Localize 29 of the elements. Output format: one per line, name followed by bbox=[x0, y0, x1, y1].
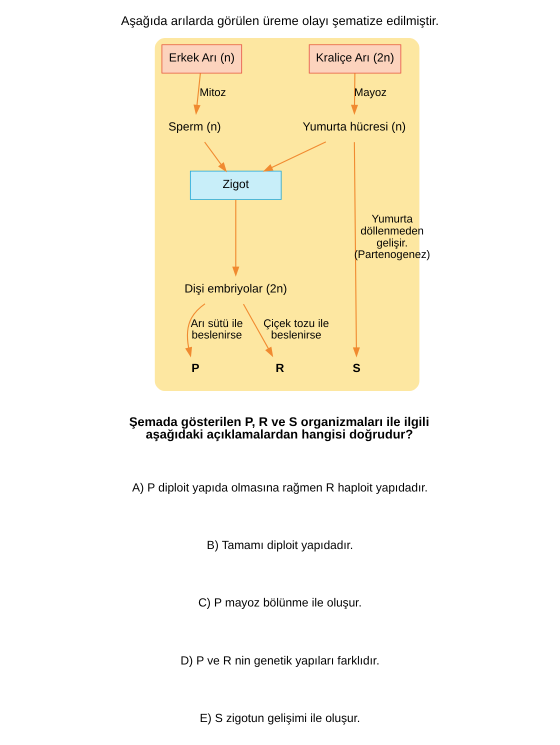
node-text: R bbox=[276, 361, 284, 376]
edge-label: Çiçek tozu ile beslenirse bbox=[263, 318, 330, 342]
edge-label: Yumurta döllenmeden gelişir. (Partenogenez) bbox=[354, 214, 430, 262]
node-box: Kraliçe Arı (2n) bbox=[308, 44, 402, 74]
arrow bbox=[350, 73, 358, 115]
arrow bbox=[242, 304, 274, 358]
label: E) S zigotun gelişimi ile oluşur. bbox=[200, 711, 360, 726]
label: D) P ve R nin genetik yapıları farklıdır. bbox=[180, 653, 380, 668]
node-box: Zigot bbox=[190, 170, 282, 200]
arrow bbox=[262, 141, 326, 172]
node-text: Yumurta hücresi (n) bbox=[302, 119, 406, 134]
node-text: Dişi embriyolar (2n) bbox=[184, 281, 288, 296]
node-box: Erkek Arı (n) bbox=[162, 44, 242, 74]
label: B) Tamamı diploit yapıdadır. bbox=[206, 538, 354, 552]
arrow bbox=[352, 142, 360, 358]
arrow bbox=[204, 142, 227, 172]
edge-label: Arı sütü ile beslenirse bbox=[190, 318, 243, 342]
node-text: Sperm (n) bbox=[168, 119, 221, 134]
node-text: S bbox=[352, 361, 361, 376]
arrow bbox=[194, 73, 201, 115]
edge-label: Mitoz bbox=[200, 87, 226, 100]
edge-label: Mayoz bbox=[354, 87, 387, 100]
node-text: P bbox=[192, 361, 200, 376]
arrow bbox=[185, 303, 206, 358]
diagram-title: Aşağıda arılarda görülen üreme olayı şematize edilmiştir. bbox=[121, 14, 439, 28]
label: Şemada gösterilen P, R ve S organizmaları ile ilgili aşağıdaki açıklamalardan hangisi doğrudur? bbox=[129, 415, 430, 442]
arrow bbox=[232, 200, 240, 277]
label: C) P mayoz bölünme ile oluşur. bbox=[198, 596, 362, 610]
label: A) P diploit yapıda olmasına rağmen R haploit yapıdadır. bbox=[132, 480, 428, 494]
